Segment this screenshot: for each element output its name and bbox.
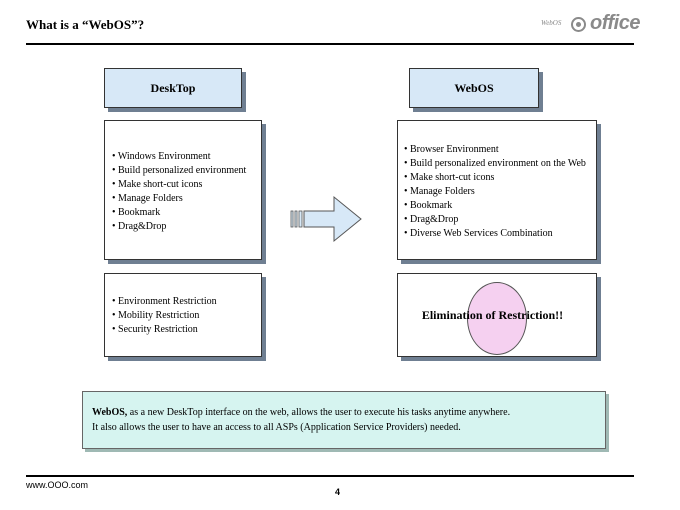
webos-logo-mark: WebOS	[541, 19, 562, 27]
list-item: Make short-cut icons	[404, 171, 596, 185]
list-item: Windows Environment	[112, 150, 261, 164]
desktop-restrictions-box: Environment Restriction Mobility Restric…	[104, 273, 262, 357]
office-logo-text: office	[590, 12, 640, 34]
list-item: Security Restriction	[112, 323, 261, 337]
summary-box: WebOS, as a new DeskTop interface on the…	[82, 391, 606, 449]
list-item: Drag&Drop	[404, 213, 596, 227]
list-item: Manage Folders	[112, 192, 261, 206]
webos-heading: WebOS	[409, 68, 539, 108]
webos-features-box: Browser Environment Build personalized e…	[397, 120, 597, 260]
highlight-ellipse	[467, 282, 527, 355]
summary-line-2: It also allows the user to have an acces…	[92, 422, 461, 433]
list-item: Bookmark	[112, 206, 261, 220]
list-item: Build personalized environment	[112, 164, 261, 178]
summary-term: WebOS,	[92, 407, 128, 418]
list-item: Drag&Drop	[112, 220, 261, 234]
list-item: Bookmark	[404, 199, 596, 213]
page-number: 4	[335, 487, 341, 497]
header-divider	[26, 43, 634, 45]
desktop-features-box: Windows Environment Build personalized e…	[104, 120, 262, 260]
right-arrow-icon	[290, 195, 362, 243]
list-item: Browser Environment	[404, 143, 596, 157]
list-item: Mobility Restriction	[112, 309, 261, 323]
footer-url: www.OOO.com	[26, 480, 89, 490]
desktop-heading: DeskTop	[104, 68, 242, 108]
summary-line-1-text: as a new DeskTop interface on the web, a…	[127, 407, 511, 418]
footer-divider	[26, 475, 634, 477]
list-item: Build personalized environment on the We…	[404, 157, 596, 171]
slide-title: What is a “WebOS”?	[26, 17, 145, 32]
list-item: Environment Restriction	[112, 295, 261, 309]
list-item: Diverse Web Services Combination	[404, 227, 596, 241]
office-logo-icon	[571, 17, 586, 32]
list-item: Manage Folders	[404, 185, 596, 199]
elimination-label: Elimination of Restriction!!	[421, 308, 564, 322]
summary-line-1: WebOS, as a new DeskTop interface on the…	[92, 405, 605, 420]
list-item: Make short-cut icons	[112, 178, 261, 192]
